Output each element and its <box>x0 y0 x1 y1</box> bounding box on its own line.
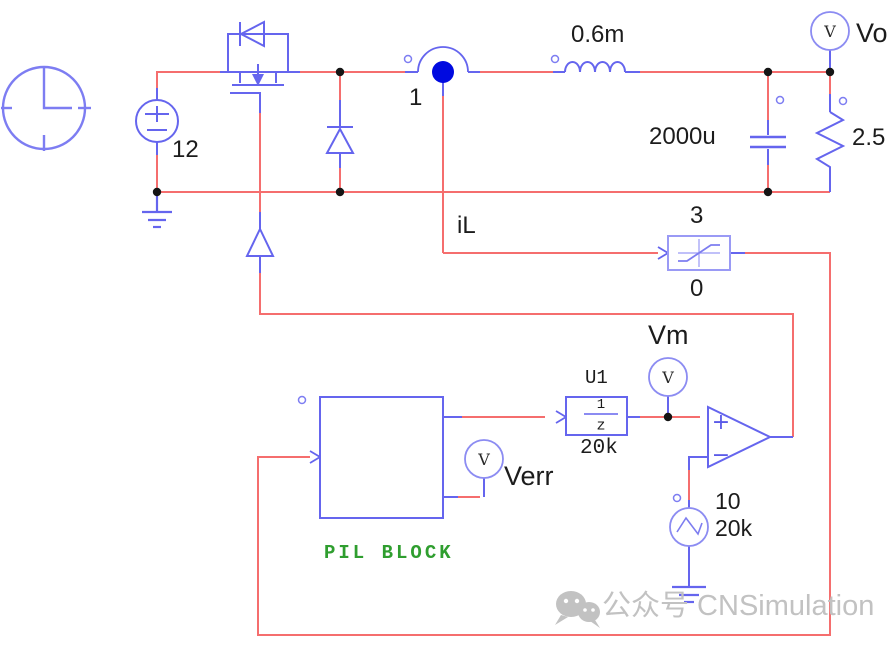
inductor-value-label: 0.6m <box>571 21 625 48</box>
resistor-symbol[interactable] <box>814 111 846 192</box>
limiter-upper-label: 3 <box>690 202 704 229</box>
wires[interactable] <box>156 71 831 636</box>
delay-name-label: U1 <box>585 367 608 389</box>
probe-symbol-vm: V <box>662 368 674 387</box>
limiter-block[interactable] <box>657 235 731 271</box>
vm-probe-label: Vm <box>648 320 689 350</box>
voltage-probe-verr[interactable] <box>464 439 504 479</box>
clock-icon[interactable] <box>1 65 91 151</box>
load-value-label: 2.5 <box>852 124 886 151</box>
voltage-probe-vo[interactable] <box>810 11 850 51</box>
carrier-source-symbol[interactable] <box>669 507 709 547</box>
terminal-markers <box>297 54 848 503</box>
junction-dots <box>152 67 835 422</box>
gate-drive-arrow-icon[interactable] <box>245 226 275 257</box>
delay-param-label: 20k <box>580 437 618 460</box>
freewheel-diode-symbol[interactable] <box>325 126 355 154</box>
probe-symbol-vo: V <box>824 22 836 41</box>
ground-symbol-carrier[interactable] <box>672 585 706 604</box>
pil-block[interactable] <box>309 396 444 519</box>
limiter-lower-label: 0 <box>690 275 704 302</box>
output-probe-label: Vo <box>856 18 888 48</box>
probe-symbol-verr: V <box>478 450 490 469</box>
comparator-symbol[interactable] <box>707 405 773 469</box>
watermark-text: 公众号 CNSimulation <box>602 590 875 622</box>
delay-numerator: 1 <box>596 397 606 413</box>
current-sensor-symbol[interactable] <box>417 46 469 83</box>
capacitor-value-label: 2000u <box>649 123 716 150</box>
pil-block-label: PIL BLOCK <box>324 542 454 564</box>
unit-delay-block[interactable] <box>555 396 628 436</box>
comparator-plus-sign: + <box>711 410 731 435</box>
dc-source-symbol[interactable] <box>135 99 179 143</box>
mosfet-symbol[interactable] <box>227 20 289 94</box>
carrier-frequency-label: 20k <box>715 515 753 541</box>
inductor-current-label: iL <box>457 212 476 239</box>
inductor-symbol[interactable] <box>564 61 626 73</box>
voltage-probe-vm[interactable] <box>648 357 688 397</box>
ground-symbol[interactable] <box>142 192 172 229</box>
carrier-amplitude-label: 10 <box>715 488 741 514</box>
dc-source-value-label: 12 <box>172 136 199 163</box>
wechat-icon <box>555 591 600 628</box>
capacitor-symbol[interactable] <box>750 135 786 149</box>
sensor-gain-label: 1 <box>409 84 423 111</box>
error-probe-label: Verr <box>504 461 554 491</box>
delay-denominator: z <box>596 417 606 435</box>
comparator-minus-sign: − <box>711 443 731 468</box>
